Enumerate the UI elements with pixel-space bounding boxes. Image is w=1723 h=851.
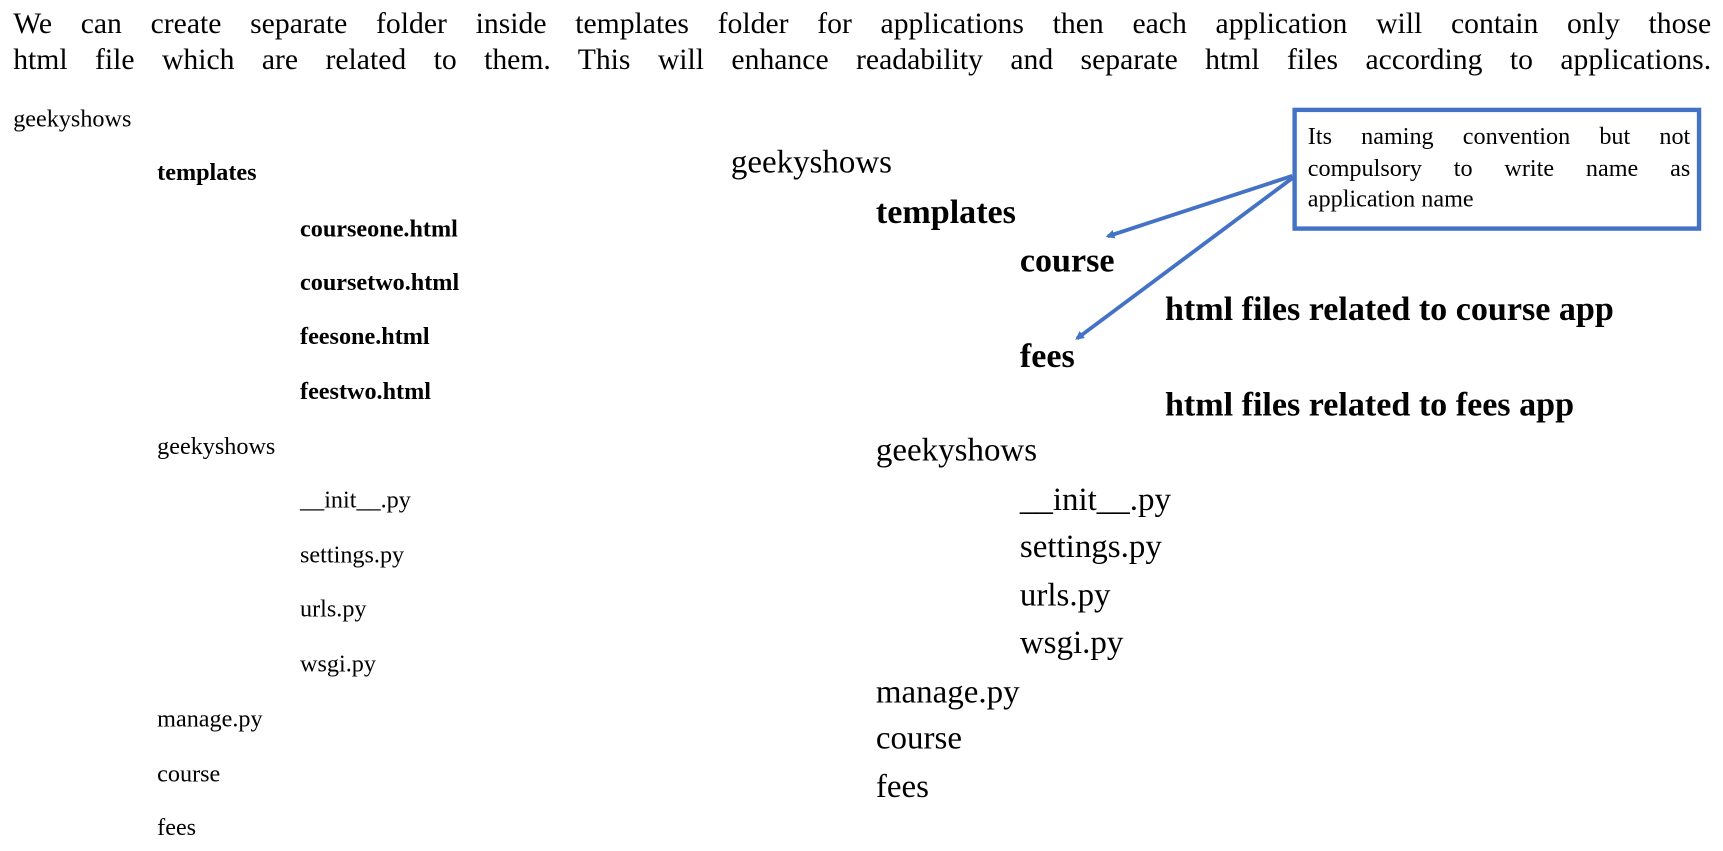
callout-text: Its naming convention but not compulsory…	[1307, 121, 1691, 213]
right-project-folder: geekyshows	[875, 431, 1038, 469]
left-project-file: urls.py	[300, 594, 367, 623]
intro-line-2: html file which are related to them. Thi…	[13, 42, 1712, 76]
right-project-file: settings.py	[1019, 528, 1162, 565]
right-fees-folder: fees	[1019, 336, 1075, 375]
left-template-file: feestwo.html	[300, 376, 431, 405]
right-templates-folder: templates	[875, 192, 1016, 231]
left-project-file: wsgi.py	[300, 649, 376, 677]
left-project-folder: geekyshows	[157, 431, 276, 460]
right-fees-description: html files related to fees app	[1164, 384, 1575, 424]
intro-line-1: We can create separate folder inside tem…	[13, 6, 1712, 40]
left-template-file: coursetwo.html	[300, 268, 460, 296]
right-project-file: wsgi.py	[1019, 624, 1124, 661]
arrow-to-fees	[1075, 176, 1294, 341]
arrow-to-course	[1105, 174, 1294, 239]
left-project-file: __init__.py	[300, 485, 411, 514]
right-course-description: html files related to course app	[1164, 289, 1614, 328]
left-root-folder: geekyshows	[13, 104, 132, 132]
left-app-folder: fees	[157, 813, 197, 841]
left-templates-folder: templates	[157, 158, 257, 186]
left-manage-file: manage.py	[157, 704, 263, 732]
right-course-folder: course	[1019, 240, 1115, 280]
right-project-file: urls.py	[1019, 576, 1111, 614]
left-template-file: courseone.html	[300, 214, 458, 242]
right-root-folder: geekyshows	[730, 143, 893, 181]
right-app-folder: course	[875, 719, 962, 757]
left-template-file: feesone.html	[300, 322, 430, 350]
left-app-folder: course	[157, 759, 221, 787]
right-manage-file: manage.py	[875, 673, 1020, 710]
right-project-file: __init__.py	[1019, 481, 1172, 518]
callout-box: Its naming convention but not compulsory…	[1292, 107, 1702, 231]
left-project-file: settings.py	[300, 540, 405, 569]
right-app-folder: fees	[875, 768, 929, 805]
